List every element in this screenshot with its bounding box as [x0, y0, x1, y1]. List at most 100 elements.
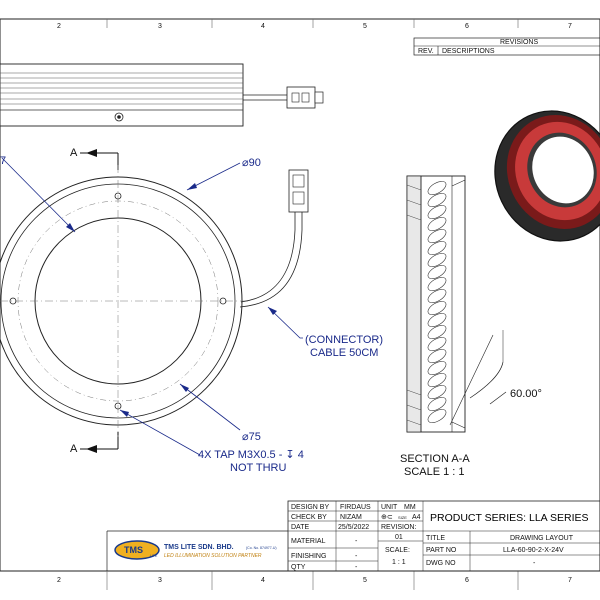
company-logo: TMS LITE: [114, 540, 160, 560]
zone-6: 6: [465, 23, 469, 30]
part-no-value: LLA-60-90-2-X-24V: [503, 547, 564, 554]
side-view-housing: [0, 63, 324, 127]
zone-2-bottom: 2: [57, 577, 61, 584]
date-label: DATE: [291, 524, 309, 531]
tap-callout-1: 4X TAP M3X0.5 - ↧ 4: [198, 449, 304, 461]
unit-value: MM: [404, 504, 416, 511]
revisions-table: REVISIONS REV. DESCRIPTIONS: [413, 37, 600, 56]
scale-label: SCALE:: [385, 547, 410, 554]
company-block: TMS LITE TMS LITE SDN. BHD. (Co. No. 874…: [106, 530, 288, 571]
zone-3-bottom: 3: [158, 577, 162, 584]
check-by-value: NIZAM: [340, 514, 362, 521]
zone-numbers-bottom: 2 3 4 5 6 7: [0, 570, 600, 590]
partial-dim-left: 7: [0, 155, 6, 167]
connector-callout-1: (CONNECTOR): [305, 334, 383, 346]
projection-symbol-icon: ⊕⊂: [381, 514, 393, 521]
inner-diameter-dim: ⌀75: [242, 431, 261, 443]
zone-7-bottom: 7: [568, 577, 572, 584]
dimension-callouts: ⌀90 7 ⌀75 4X TAP M3X0.5 - ↧ 4 NOT THRU (…: [0, 155, 383, 474]
size-value: A4: [412, 514, 421, 521]
company-name: TMS LITE SDN. BHD.: [164, 544, 234, 551]
revisions-desc-label: DESCRIPTIONS: [442, 48, 495, 55]
material-label: MATERIAL: [291, 538, 326, 545]
date-value: 25/5/2022: [338, 524, 369, 531]
title-value: DRAWING LAYOUT: [510, 535, 574, 542]
led-element: [427, 241, 447, 255]
outer-diameter-dim: ⌀90: [242, 157, 261, 169]
zone-7: 7: [568, 23, 572, 30]
logo-sub: LITE: [150, 554, 158, 558]
dwg-no-label: DWG NO: [426, 560, 456, 567]
angle-dimension: 60.00°: [449, 330, 542, 426]
revision-label: REVISION:: [381, 524, 416, 531]
zone-3: 3: [158, 23, 162, 30]
section-label-a-top: A: [70, 147, 78, 159]
zone-4: 4: [261, 23, 265, 30]
led-element: [427, 277, 447, 291]
led-element: [427, 181, 447, 195]
zone-5-bottom: 5: [363, 577, 367, 584]
zone-6-bottom: 6: [465, 577, 469, 584]
product-series: PRODUCT SERIES: LLA SERIES: [430, 512, 589, 524]
tap-hole-bottom: [114, 402, 122, 410]
connector-callout-2: CABLE 50CM: [310, 347, 378, 359]
led-element: [427, 397, 447, 411]
company-tagline: LED ILLUMINATION SOLUTION PARTNER: [164, 553, 262, 559]
scale-value: 1 : 1: [392, 559, 406, 566]
finishing-value: -: [355, 553, 358, 560]
size-label: SIZE: [398, 515, 407, 520]
section-scale: SCALE 1 : 1: [404, 466, 465, 478]
design-by-label: DESIGN BY: [291, 504, 329, 511]
isometric-render: [494, 110, 600, 242]
section-marker-top: A: [70, 147, 119, 170]
zone-5: 5: [363, 23, 367, 30]
led-element: [427, 217, 447, 231]
unit-label: UNIT: [381, 504, 398, 511]
led-element: [427, 385, 447, 399]
tap-hole-left: [9, 297, 17, 305]
section-view: [406, 175, 466, 433]
revisions-rev-label: REV.: [418, 48, 434, 55]
dwg-no-value: -: [533, 560, 536, 567]
zone-numbers-top: 2 3 4 5 6 7: [57, 19, 572, 30]
qty-label: QTY: [291, 564, 306, 571]
led-element: [427, 289, 447, 303]
finishing-label: FINISHING: [291, 553, 326, 560]
led-array-section: [427, 181, 447, 423]
material-value: -: [355, 538, 358, 545]
led-element: [427, 337, 447, 351]
led-element: [427, 205, 447, 219]
tap-callout-2: NOT THRU: [230, 462, 286, 474]
angle-value: 60.00°: [510, 388, 542, 400]
led-element: [427, 409, 447, 423]
led-element: [427, 229, 447, 243]
company-number: (Co. No. 874977-U): [246, 546, 277, 550]
check-by-label: CHECK BY: [291, 514, 327, 521]
qty-value: -: [355, 564, 358, 571]
led-element: [427, 301, 447, 315]
led-element: [427, 313, 447, 327]
tap-hole-right: [219, 297, 227, 305]
led-element: [427, 349, 447, 363]
led-element: [427, 361, 447, 375]
zone-4-bottom: 4: [261, 577, 265, 584]
title-label: TITLE: [426, 535, 445, 542]
section-label-a-bottom: A: [70, 443, 78, 455]
led-element: [427, 193, 447, 207]
tap-hole-top: [114, 192, 122, 200]
led-element: [427, 253, 447, 267]
section-title: SECTION A-A: [400, 453, 470, 465]
zone-2: 2: [57, 23, 61, 30]
design-by-value: FIRDAUS: [340, 504, 371, 511]
led-element: [427, 325, 447, 339]
part-no-label: PART NO: [426, 547, 457, 554]
revision-value: 01: [395, 534, 403, 541]
title-block: DESIGN BY FIRDAUS CHECK BY NIZAM DATE 25…: [287, 500, 600, 572]
front-view-ring: [0, 165, 309, 437]
led-element: [427, 265, 447, 279]
revisions-title: REVISIONS: [500, 39, 538, 46]
led-element: [427, 373, 447, 387]
section-marker-bottom: A: [70, 432, 119, 455]
logo-text: TMS: [124, 545, 143, 555]
